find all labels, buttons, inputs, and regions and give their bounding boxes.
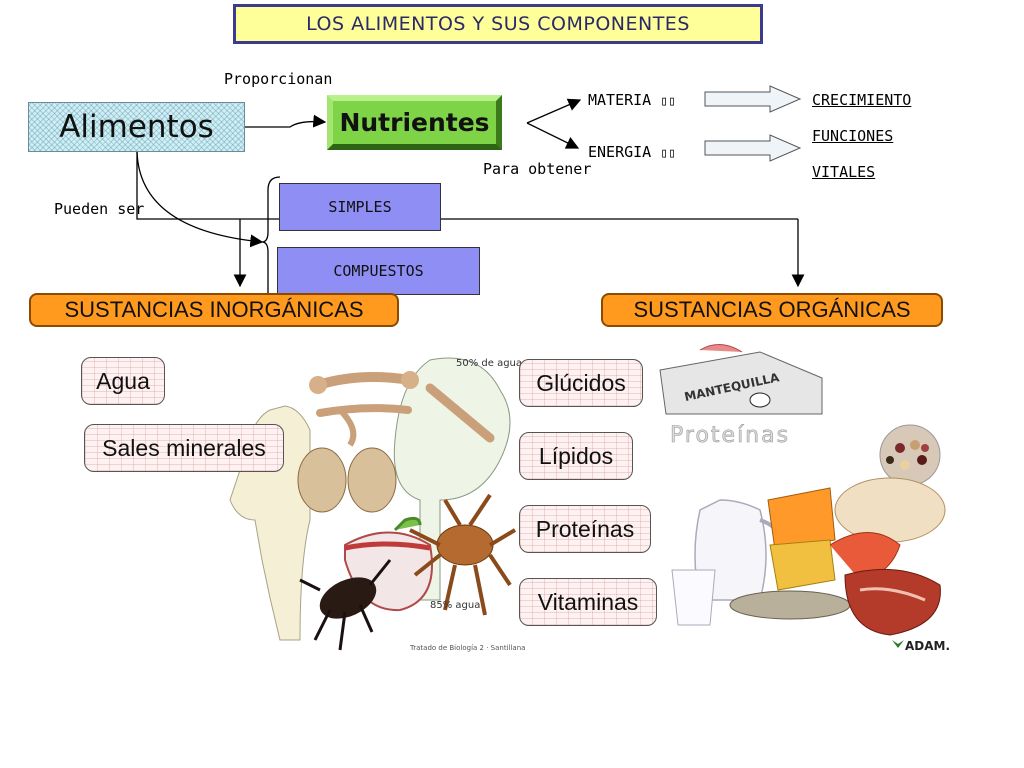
illustration-caption: Tratado de Biología 2 · Santillana (409, 644, 525, 652)
result-funciones: FUNCIONES (812, 127, 894, 145)
illustration-label-top: 50% de agua (456, 358, 522, 369)
label-materia: MATERIA ▯▯ (588, 91, 676, 109)
nutrientes-box: Nutrientes (327, 95, 502, 150)
organicas-box: SUSTANCIAS ORGÁNICAS (601, 293, 943, 327)
result-crecimiento: CRECIMIENTO (812, 91, 912, 109)
compuestos-box: COMPUESTOS (277, 247, 480, 295)
item-glucidos: Glúcidos (519, 359, 643, 407)
label-pueden-ser: Pueden ser (54, 200, 145, 218)
label-energia: ENERGIA ▯▯ (588, 143, 676, 161)
simples-box: SIMPLES (279, 183, 441, 231)
brand-label: ADAM. (905, 639, 950, 653)
proteinas-label: Proteínas (670, 423, 790, 448)
materia-text: MATERIA (588, 91, 652, 109)
result-vitales: VITALES (812, 163, 876, 181)
missing-glyph-icon: ▯▯ (660, 94, 676, 109)
fat-arrow-materia (704, 85, 802, 113)
missing-glyph-icon: ▯▯ (660, 146, 676, 161)
item-agua: Agua (81, 357, 165, 405)
label-proporcionan: Proporcionan (224, 70, 333, 88)
page-title: LOS ALIMENTOS Y SUS COMPONENTES (233, 4, 763, 44)
energia-text: ENERGIA (588, 143, 652, 161)
line-pueden-ser (136, 152, 798, 220)
inorganicas-box: SUSTANCIAS INORGÁNICAS (29, 293, 399, 327)
item-lipidos: Lípidos (519, 432, 633, 480)
item-sales-minerales: Sales minerales (84, 424, 284, 472)
arrow-to-energia (526, 122, 580, 149)
arrow-to-materia (526, 98, 582, 124)
item-vitaminas: Vitaminas (519, 578, 657, 626)
label-para-obtener: Para obtener (483, 160, 592, 178)
adam-logo-icon (892, 640, 904, 648)
alimentos-box: Alimentos (28, 102, 245, 152)
arrow-alimentos-nutrientes (245, 114, 327, 128)
fat-arrow-energia (704, 134, 802, 162)
illustration-label-bottom: 85% agua (430, 600, 480, 611)
arrow-alimentos-brace (136, 151, 264, 248)
item-proteinas: Proteínas (519, 505, 651, 553)
